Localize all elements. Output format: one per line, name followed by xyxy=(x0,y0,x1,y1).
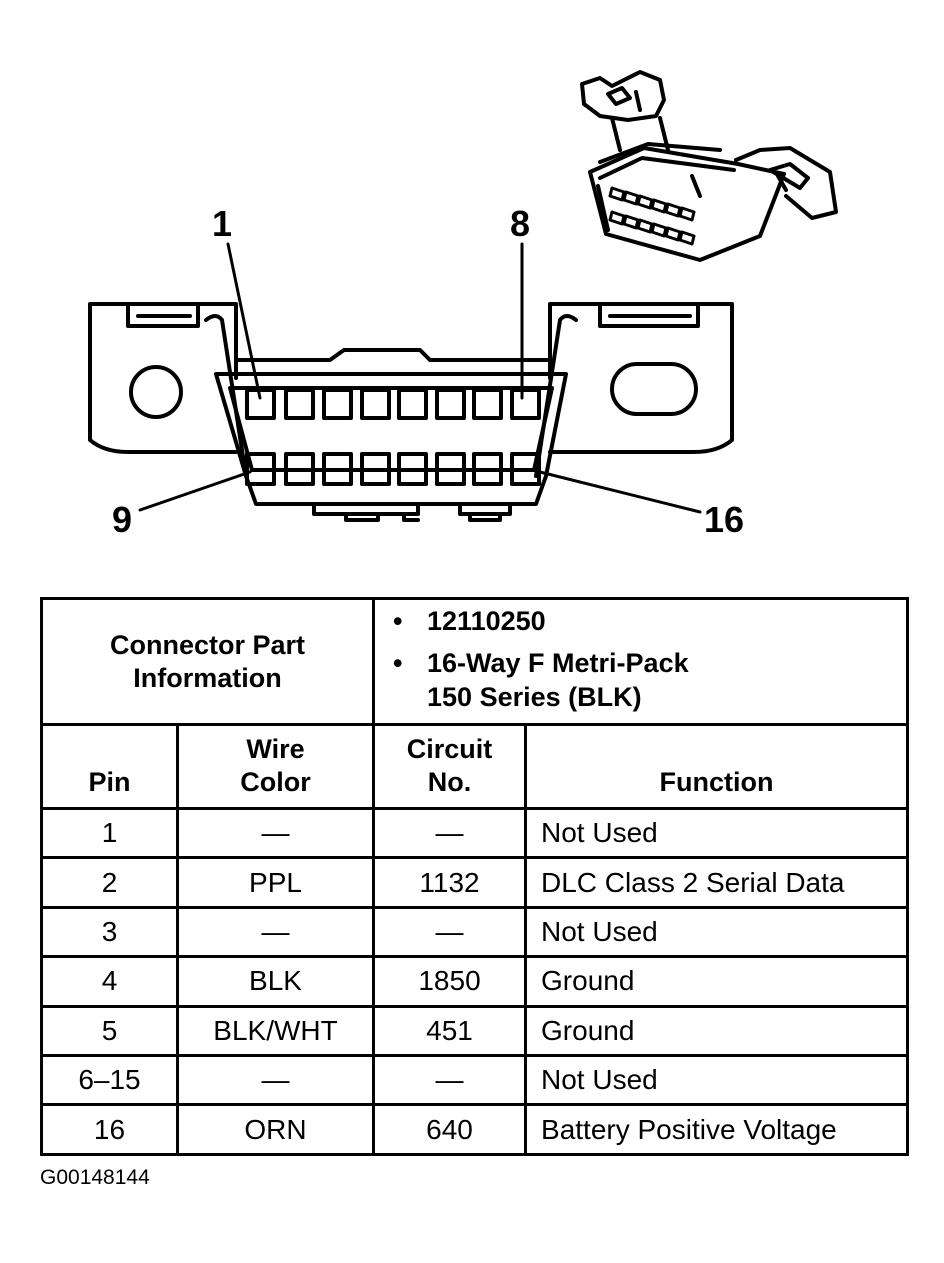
connector-part-number: 12110250 xyxy=(393,604,906,638)
cell-wire: — xyxy=(175,806,376,860)
pin-1-label: 1 xyxy=(212,203,233,244)
cell-pin: 1 xyxy=(40,806,179,860)
cell-function: Not Used xyxy=(524,806,910,860)
cell-circuit: 1132 xyxy=(372,856,528,909)
pin-9-label: 9 xyxy=(112,499,133,540)
connector-info-details: 12110250 16-Way F Metri-Pack 150 Series (… xyxy=(372,597,910,726)
connector-description-line2: 150 Series (BLK) xyxy=(427,682,642,712)
pin-16-label: 16 xyxy=(704,499,745,540)
cell-circuit: 451 xyxy=(372,1004,528,1057)
cell-wire: BLK xyxy=(175,955,376,1008)
cell-wire: — xyxy=(175,1053,376,1107)
table-row: 6–15——Not Used xyxy=(40,1053,910,1107)
connector-front-view xyxy=(88,242,734,522)
wire-color-column-header: Wire Color xyxy=(175,723,376,810)
pin-cavities-bottom-row xyxy=(245,452,541,486)
cell-circuit: 1850 xyxy=(372,955,528,1008)
pin-8-label: 8 xyxy=(510,203,531,244)
table-row: 3——Not Used xyxy=(40,905,910,959)
connector-perspective-pins xyxy=(608,186,696,246)
connector-pinout-table: Connector Part Information 12110250 16-W… xyxy=(39,597,910,1156)
cell-circuit: 640 xyxy=(372,1103,528,1156)
figure-id: G00148144 xyxy=(40,1166,150,1189)
cell-function: DLC Class 2 Serial Data xyxy=(524,856,910,909)
pin-leader-lines xyxy=(138,242,702,514)
cell-pin: 3 xyxy=(40,905,179,959)
connector-diagram xyxy=(88,70,838,522)
connector-description: 16-Way F Metri-Pack 150 Series (BLK) xyxy=(393,646,906,714)
cell-pin: 16 xyxy=(40,1103,179,1156)
connector-description-line1: 16-Way F Metri-Pack xyxy=(427,648,689,678)
left-mounting-hole xyxy=(129,365,183,419)
function-column-header: Function xyxy=(524,723,910,810)
cell-wire: BLK/WHT xyxy=(175,1004,376,1057)
left-mounting-ear xyxy=(88,302,238,454)
cell-pin: 6–15 xyxy=(40,1053,179,1107)
circuit-no-column-header: Circuit No. xyxy=(372,723,528,810)
pin-column-header: Pin xyxy=(40,723,179,810)
cell-function: Ground xyxy=(524,1004,910,1057)
cell-function: Not Used xyxy=(524,905,910,959)
cell-circuit: — xyxy=(372,905,528,959)
pin-cavities-top-row xyxy=(245,388,541,420)
cell-circuit: — xyxy=(372,1053,528,1107)
cell-pin: 5 xyxy=(40,1004,179,1057)
cell-wire: ORN xyxy=(175,1103,376,1156)
right-mounting-ear xyxy=(548,302,734,454)
table-header-row: Pin Wire Color Circuit No. Function xyxy=(40,723,910,810)
cell-wire: PPL xyxy=(175,856,376,909)
connector-info-row: Connector Part Information 12110250 16-W… xyxy=(39,597,910,726)
cell-circuit: — xyxy=(372,806,528,860)
cell-pin: 4 xyxy=(40,955,179,1008)
cell-pin: 2 xyxy=(40,856,179,909)
right-mounting-slot xyxy=(610,362,698,416)
cell-function: Ground xyxy=(524,955,910,1008)
table-row: 1——Not Used xyxy=(40,806,910,860)
connector-perspective-view xyxy=(580,70,838,262)
cell-function: Battery Positive Voltage xyxy=(524,1103,910,1156)
cell-function: Not Used xyxy=(524,1053,910,1107)
cell-wire: — xyxy=(175,905,376,959)
connector-info-heading: Connector Part Information xyxy=(39,597,376,726)
